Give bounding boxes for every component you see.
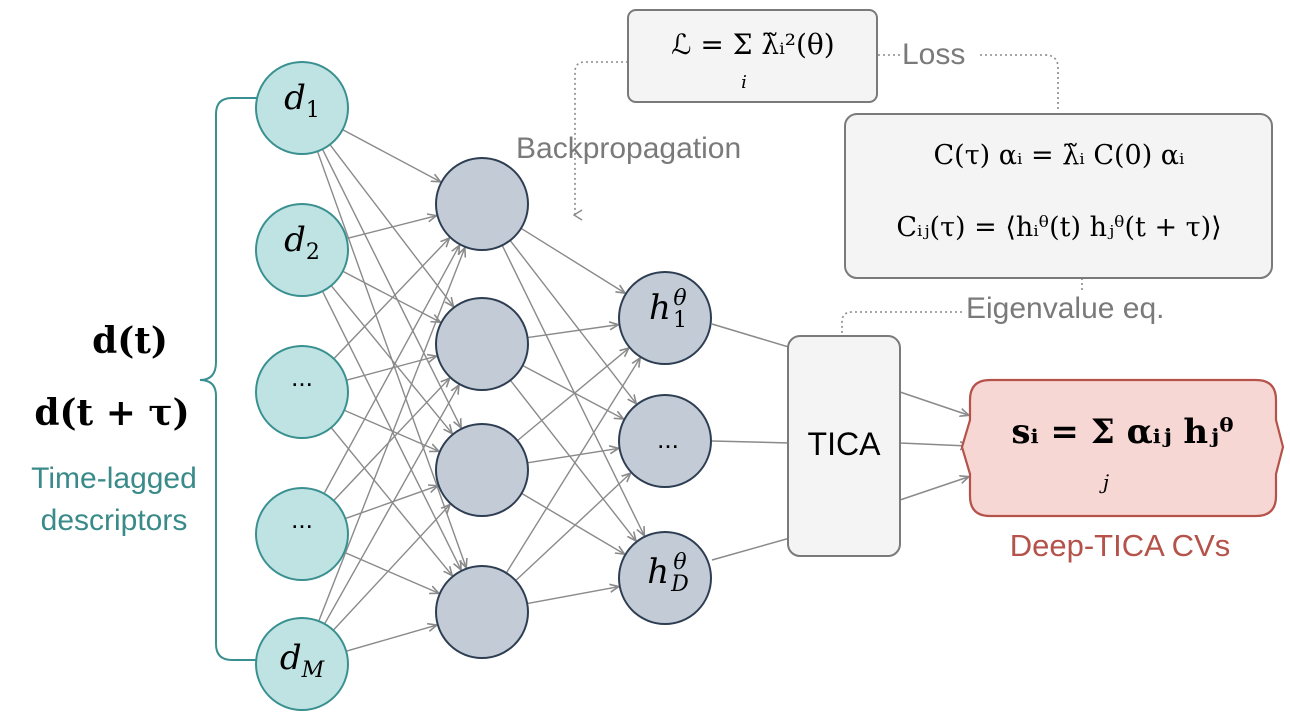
time-lagged-label-line2: descriptors: [40, 504, 188, 537]
cv-output-box: [960, 378, 1285, 518]
edge-hid4-out3: [527, 587, 618, 605]
input-layer: [255, 61, 349, 711]
edges-to-tica-and-cvs: [711, 323, 968, 561]
edge-hid3-out2: [527, 449, 617, 464]
edge-hid1-out2: [509, 239, 636, 403]
output-node-3: [618, 531, 712, 625]
hidden-layer: [435, 157, 529, 659]
edge-in3-hid2: [346, 356, 435, 381]
backprop-dotted-connector: [572, 61, 628, 221]
loss-dotted-connector-right: [980, 54, 1059, 112]
backprop-label: Backpropagation: [516, 132, 742, 165]
edge-hid3-out3: [521, 492, 624, 553]
edge-hid2-out2: [522, 364, 623, 419]
edge-in5-hid4: [345, 625, 436, 652]
output-layer: [618, 271, 712, 625]
output-node-2: [618, 394, 712, 488]
time-lagged-label-line1: Time-lagged: [31, 462, 197, 495]
output-node-1: [618, 271, 712, 365]
input-node-label-1: d1: [284, 78, 320, 123]
edge-in2-hid2: [342, 270, 440, 321]
loss-label: Loss: [902, 38, 966, 71]
input-node-ellipsis-2: ...: [291, 504, 313, 534]
tica-label: TICA: [807, 426, 881, 462]
cv-formula: sᵢ = Σ αᵢⱼ hⱼᶿ: [1011, 412, 1235, 452]
edge-hid1-out1: [520, 227, 624, 292]
hidden-node-2: [435, 297, 529, 391]
edge-hid1-out3: [501, 245, 644, 535]
input-node-3: [255, 345, 349, 439]
hidden-node-1: [435, 157, 529, 251]
edge-tica-cv-top: [899, 391, 968, 415]
edge-in2-hid3: [330, 285, 451, 433]
tica-box: [787, 335, 901, 557]
eigen-formula-1: C(τ) αᵢ = λ̃ᵢ C(0) αᵢ: [933, 140, 1185, 171]
edge-hid2-out3: [509, 379, 635, 540]
edge-in5-hid1: [318, 249, 465, 622]
input-node-4: [255, 487, 349, 581]
edge-hid4-out2: [515, 474, 630, 582]
edge-in3-hid4: [330, 427, 451, 575]
edge-tica-cv-mid: [899, 443, 968, 446]
input-node-label-2: d2: [284, 220, 320, 265]
input-node-label-M: dM: [279, 638, 325, 683]
edge-in1-hid2: [329, 144, 453, 306]
edges-hidden-output: [501, 227, 644, 605]
edges-input-hidden: [316, 129, 465, 652]
hidden-node-4: [435, 565, 529, 659]
input-node-2: [255, 203, 349, 297]
edge-in2-hid1: [346, 216, 436, 240]
input-node-1: [255, 61, 349, 155]
edge-in1-hid3: [321, 148, 460, 427]
edge-in3-hid1: [333, 239, 449, 360]
loss-box: [627, 9, 878, 103]
edge-hid4-out1: [505, 359, 639, 574]
edge-tica-cv-bot: [899, 477, 968, 501]
output-node-ellipsis: ...: [657, 424, 679, 454]
eigen-box: [844, 113, 1273, 279]
edge-in4-hid4: [343, 551, 438, 593]
edge-in3-hid3: [343, 409, 438, 451]
input-bracket: [199, 97, 258, 661]
eigen-label: Eigenvalue eq.: [966, 292, 1165, 325]
input-label-dt-tau: d(t + τ): [34, 392, 190, 434]
edge-in4-hid1: [323, 246, 459, 494]
edge-in5-hid3: [332, 505, 449, 631]
input-label-dt: d(t): [92, 320, 168, 362]
edge-hid3-out1: [516, 349, 628, 442]
edge-in1-hid1: [342, 129, 440, 182]
hidden-node-3: [435, 423, 529, 517]
loss-formula: ℒ = Σ λ̃ᵢ²(θ): [671, 28, 835, 61]
edge-hD-tica: [711, 537, 791, 561]
edge-in4-hid3: [345, 486, 436, 520]
cv-sum-index: j: [1102, 470, 1110, 494]
cv-label: Deep-TICA CVs: [1009, 528, 1231, 563]
edge-in4-hid2: [333, 379, 449, 502]
edge-in5-hid2: [323, 386, 459, 625]
input-node-5: [255, 617, 349, 711]
edge-h1-tica: [711, 323, 793, 349]
loss-sum-index: i: [741, 72, 747, 93]
edge-hid2-out1: [527, 325, 618, 339]
edge-hmid-tica: [711, 440, 791, 444]
input-node-ellipsis-1: ...: [291, 362, 313, 392]
eigen-formula-2: Cᵢⱼ(τ) = ⟨hᵢᶿ(t) hⱼᶿ(t + τ)⟩: [896, 212, 1222, 243]
eigen-dotted-connector-left: [841, 311, 962, 336]
